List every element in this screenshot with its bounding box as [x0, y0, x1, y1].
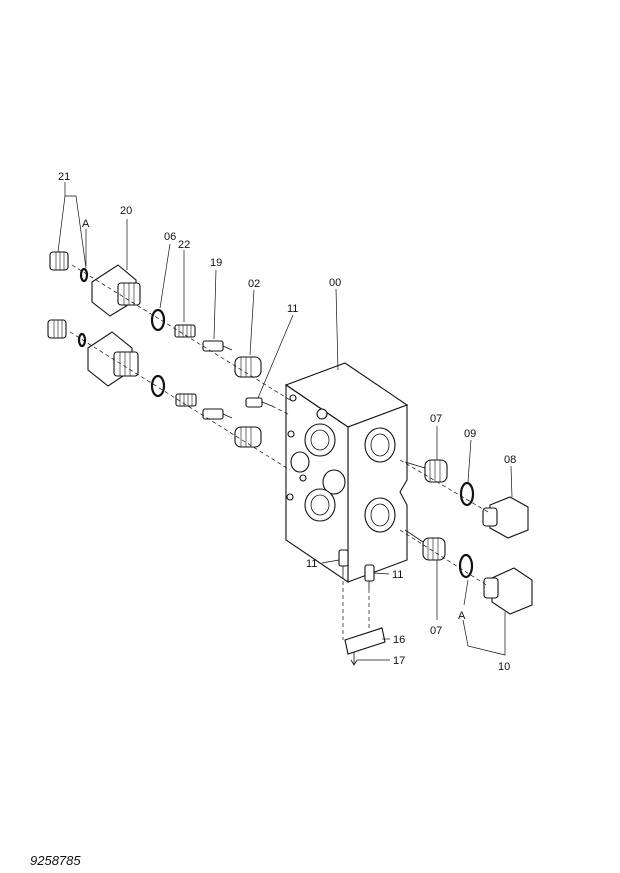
o-ring-06-upper [150, 308, 166, 332]
leader-lines [57, 182, 513, 661]
callout-20: 20 [120, 205, 132, 217]
callout-11-bottom-right: 11 [392, 569, 403, 581]
small-fitting-11-block [245, 397, 273, 408]
callout-09: 09 [464, 428, 476, 440]
callout-08: 08 [504, 454, 516, 466]
small-fitting-11-bottom-left [338, 549, 349, 574]
cartridge-07-upper [404, 459, 448, 483]
callout-00: 00 [329, 277, 341, 289]
callout-10: 10 [498, 661, 510, 673]
callout-16: 16 [393, 634, 405, 646]
plug-08 [482, 496, 529, 539]
valve-block [284, 362, 409, 584]
small-fitting-11-bottom-right [364, 564, 375, 589]
document-number: 9258785 [30, 853, 81, 868]
callout-labels: 21 A 20 06 22 19 02 00 11 07 09 08 11 11… [58, 171, 516, 673]
callout-17: 17 [393, 655, 405, 667]
center-lines [69, 264, 489, 640]
o-ring-a-upper [79, 267, 89, 283]
o-ring-09 [459, 481, 475, 507]
sleeve-02-upper [234, 356, 262, 378]
cartridge-07-lower [404, 529, 446, 561]
poppet-19-lower [202, 408, 233, 420]
callout-11-bottom-left: 11 [306, 558, 317, 570]
callout-a-right: A [458, 610, 466, 622]
callout-07-top: 07 [430, 413, 442, 425]
o-ring-06-lower [150, 374, 166, 398]
sleeve-02-lower [234, 426, 262, 448]
plug-21-upper [49, 251, 69, 271]
callout-02: 02 [248, 278, 260, 290]
plug-21-lower [47, 319, 67, 339]
screw-17 [350, 652, 358, 666]
callout-22: 22 [178, 239, 190, 251]
callout-21: 21 [58, 171, 70, 183]
o-ring-a-right [458, 553, 474, 579]
plug-10 [483, 567, 533, 615]
o-ring-lower-left [77, 332, 87, 348]
callout-11-top: 11 [287, 303, 298, 315]
callout-06: 06 [164, 231, 176, 243]
fitting-20-lower [87, 331, 139, 387]
poppet-19-upper [202, 340, 233, 352]
spring-22-lower [175, 393, 197, 407]
fitting-20-upper [91, 264, 141, 317]
callout-19: 19 [210, 257, 222, 269]
callout-a-left: A [82, 218, 90, 230]
spring-22-upper [174, 324, 196, 338]
callout-07-bottom: 07 [430, 625, 442, 637]
plate-16 [344, 627, 386, 655]
